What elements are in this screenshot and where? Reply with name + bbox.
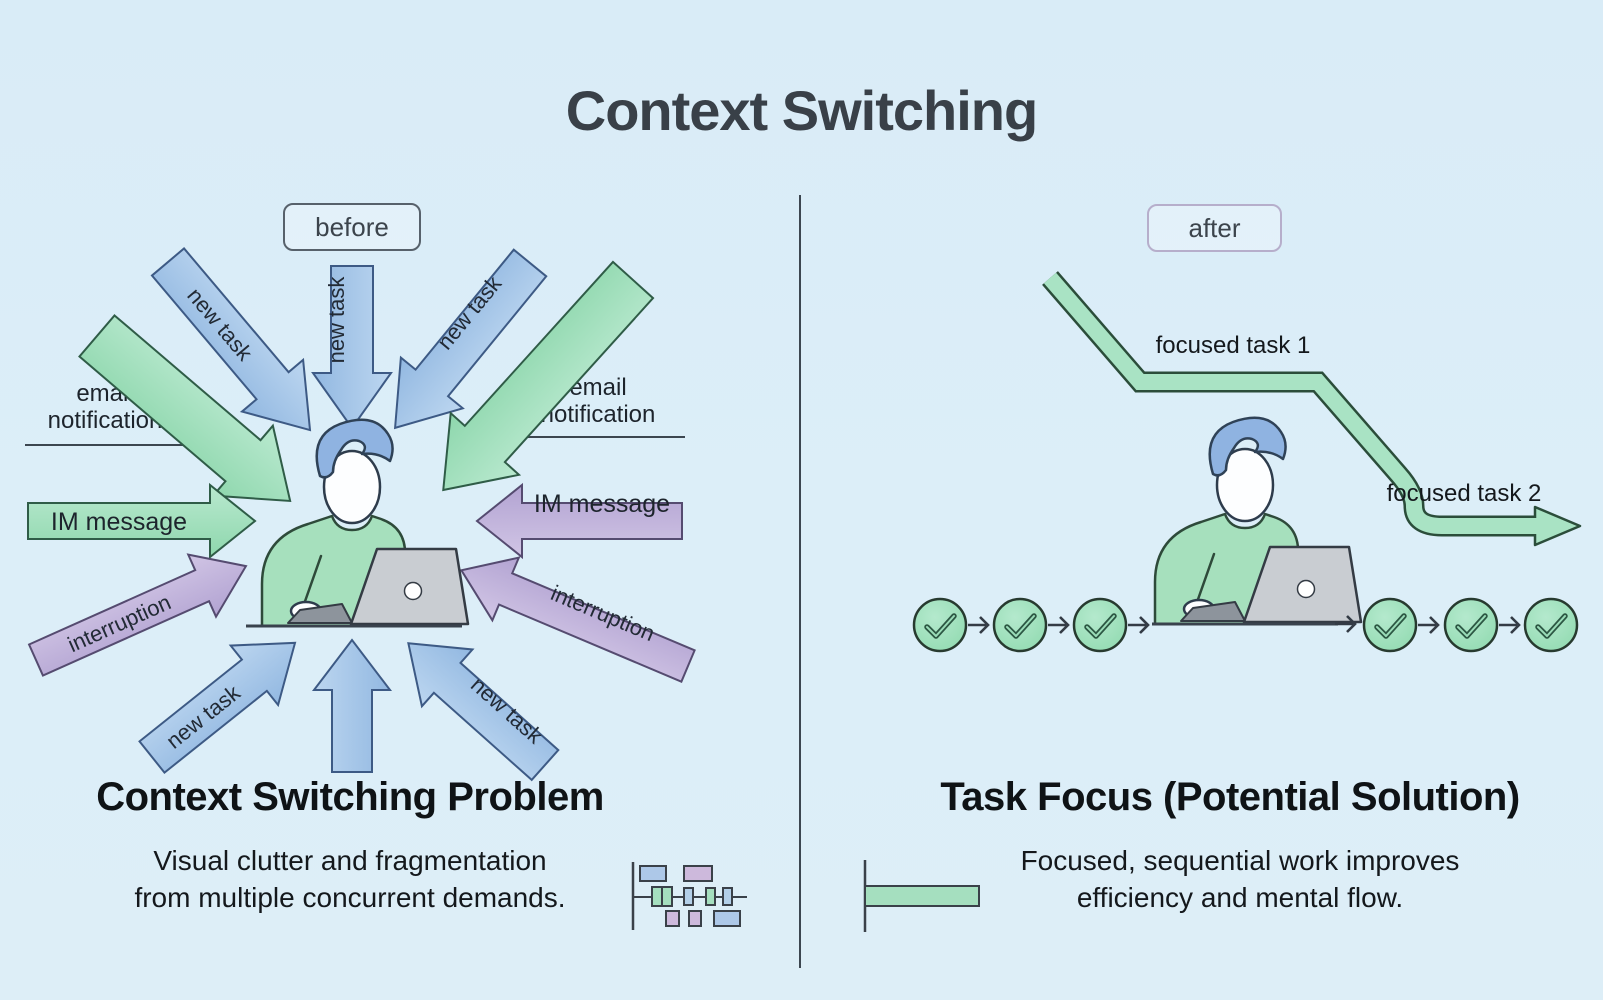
right-panel-subtitle: Focused, sequential work improves effici… xyxy=(880,842,1600,916)
left-panel-heading: Context Switching Problem xyxy=(96,775,604,819)
checkmark-icon xyxy=(1364,599,1416,651)
sequence-arrow-icon xyxy=(1126,615,1150,635)
new-task-arrow-bottom-left: new task xyxy=(138,641,297,775)
email-label-underline-left xyxy=(25,444,205,446)
checkmark-icon xyxy=(1525,599,1577,651)
im-message-arrow-right: IM message xyxy=(475,482,683,560)
sequence-arrow-icon xyxy=(1497,615,1521,635)
email-label-underline-right xyxy=(495,436,685,438)
focused-task-1-label: focused task 1 xyxy=(1156,332,1311,359)
panel-divider xyxy=(799,195,801,968)
checkmark-icon xyxy=(1445,599,1497,651)
page-title: Context Switching xyxy=(565,79,1038,142)
subtitle-line: Visual clutter and fragmentation xyxy=(153,845,547,876)
interruption-arrow-right: interruption xyxy=(459,556,696,683)
sequence-arrow-icon xyxy=(966,615,990,635)
focused-path: focused task 1 focused task 2 xyxy=(1042,271,1582,547)
left-panel-subtitle: Visual clutter and fragmentation from mu… xyxy=(0,842,700,916)
new-task-arrow-top-left: new task xyxy=(150,247,312,432)
person-at-laptop-left xyxy=(260,418,470,628)
new-task-arrow-top-center: new task xyxy=(311,265,393,430)
email-notification-arrow-left xyxy=(78,314,292,503)
im-message-label: IM message xyxy=(534,490,670,518)
checkmark-icon xyxy=(1074,599,1126,651)
sequence-arrow-icon xyxy=(1416,615,1440,635)
after-badge: after xyxy=(1147,204,1282,252)
sequence-arrow-icon xyxy=(1046,615,1070,635)
interruption-arrow-left: interruption xyxy=(27,553,248,677)
fragmentation-icon xyxy=(631,862,747,930)
upward-arrow-bottom-center xyxy=(311,638,393,773)
checkmark-icon xyxy=(914,599,966,651)
im-message-label: IM message xyxy=(51,508,187,536)
email-label-line2: notification xyxy=(540,401,656,428)
checkmark-icon xyxy=(994,599,1046,651)
subtitle-line: Focused, sequential work improves xyxy=(1020,845,1460,876)
focused-task-2-label: focused task 2 xyxy=(1387,480,1542,507)
person-at-laptop-right xyxy=(1153,416,1363,626)
im-message-arrow-left: IM message xyxy=(27,482,257,560)
focused-path-fill xyxy=(1043,272,1542,534)
subtitle-line: from multiple concurrent demands. xyxy=(134,882,566,913)
focus-bar-icon xyxy=(863,860,980,932)
email-notification-arrow-right xyxy=(442,260,655,492)
before-badge: before xyxy=(283,203,421,251)
new-task-label: new task xyxy=(324,276,349,364)
new-task-arrow-bottom-right: new task xyxy=(407,642,560,782)
right-panel-heading: Task Focus (Potential Solution) xyxy=(940,775,1520,819)
subtitle-line: efficiency and mental flow. xyxy=(1076,882,1404,913)
